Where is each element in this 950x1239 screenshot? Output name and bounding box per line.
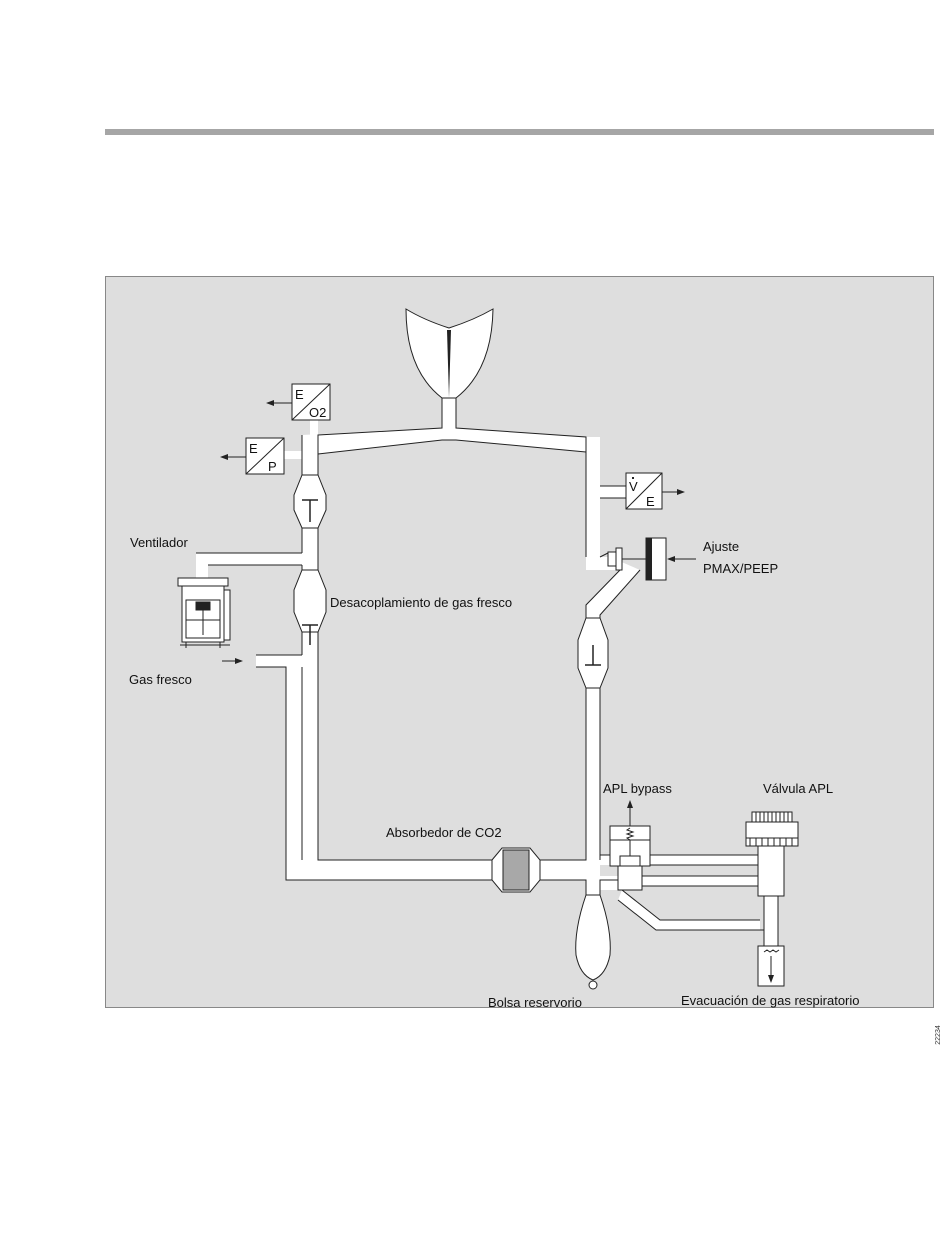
- fresh-gas-label: Gas fresco: [129, 672, 192, 687]
- o2-sensor-bottom-label: O2: [309, 405, 326, 420]
- apl-bypass-label: APL bypass: [603, 781, 672, 796]
- pressure-sensor-top-label: E: [249, 441, 258, 456]
- apl-valve-label: Válvula APL: [763, 781, 833, 796]
- diagram-panel: [106, 277, 934, 1008]
- fresh-gas-decoupling-label: Desacoplamiento de gas fresco: [330, 595, 512, 610]
- flow-sensor-top-label: V: [629, 479, 638, 494]
- reservoir-bag-label: Bolsa reservorio: [488, 995, 582, 1008]
- o2-sensor-top-label: E: [295, 387, 304, 402]
- flow-sensor-bottom-label: E: [646, 494, 655, 509]
- inspiratory-valve: [294, 475, 326, 528]
- header-rule: [105, 129, 934, 135]
- gas-scavenging-unit: [758, 946, 784, 986]
- pmax-peep-label: PMAX/PEEP: [703, 561, 778, 576]
- expiratory-valve: [578, 618, 608, 688]
- adjust-label: Ajuste: [703, 539, 739, 554]
- gas-scavenging-label: Evacuación de gas respiratorio: [681, 993, 860, 1008]
- figure-id: 22234: [934, 1024, 944, 1046]
- co2-absorber: [492, 848, 540, 892]
- ventilator-unit: [178, 578, 230, 648]
- breathing-circuit-diagram: E O2 E P V E: [105, 276, 934, 1008]
- ventilator-label: Ventilador: [130, 535, 188, 550]
- pressure-sensor-bottom-label: P: [268, 459, 277, 474]
- co2-absorber-label: Absorbedor de CO2: [386, 825, 502, 840]
